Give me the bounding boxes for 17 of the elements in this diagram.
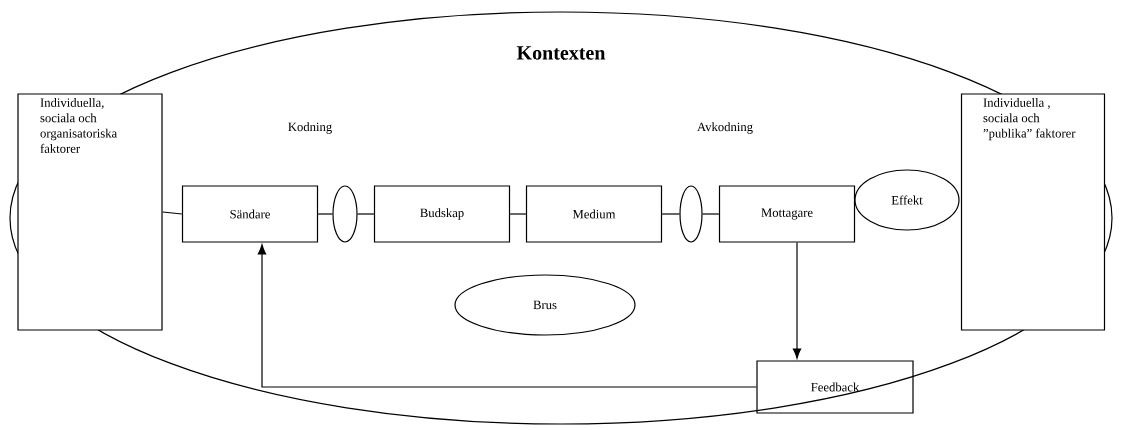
connector <box>257 244 757 388</box>
process-box: Sändare <box>181 185 319 243</box>
connector <box>317 213 333 215</box>
connector <box>162 211 183 215</box>
connector <box>357 213 375 215</box>
connector <box>661 213 680 215</box>
stage-label: Kodning <box>288 122 332 134</box>
connector <box>509 213 527 215</box>
feedback-box: Feedback <box>756 360 914 414</box>
small-ellipse <box>679 185 703 243</box>
process-box: Mottagare <box>718 185 856 243</box>
stage-label: Avkodning <box>697 122 753 134</box>
connector <box>792 242 802 359</box>
small-ellipse <box>332 185 358 243</box>
connector <box>702 213 720 215</box>
process-box: Budskap <box>373 185 511 243</box>
process-box: Medium <box>525 185 663 243</box>
